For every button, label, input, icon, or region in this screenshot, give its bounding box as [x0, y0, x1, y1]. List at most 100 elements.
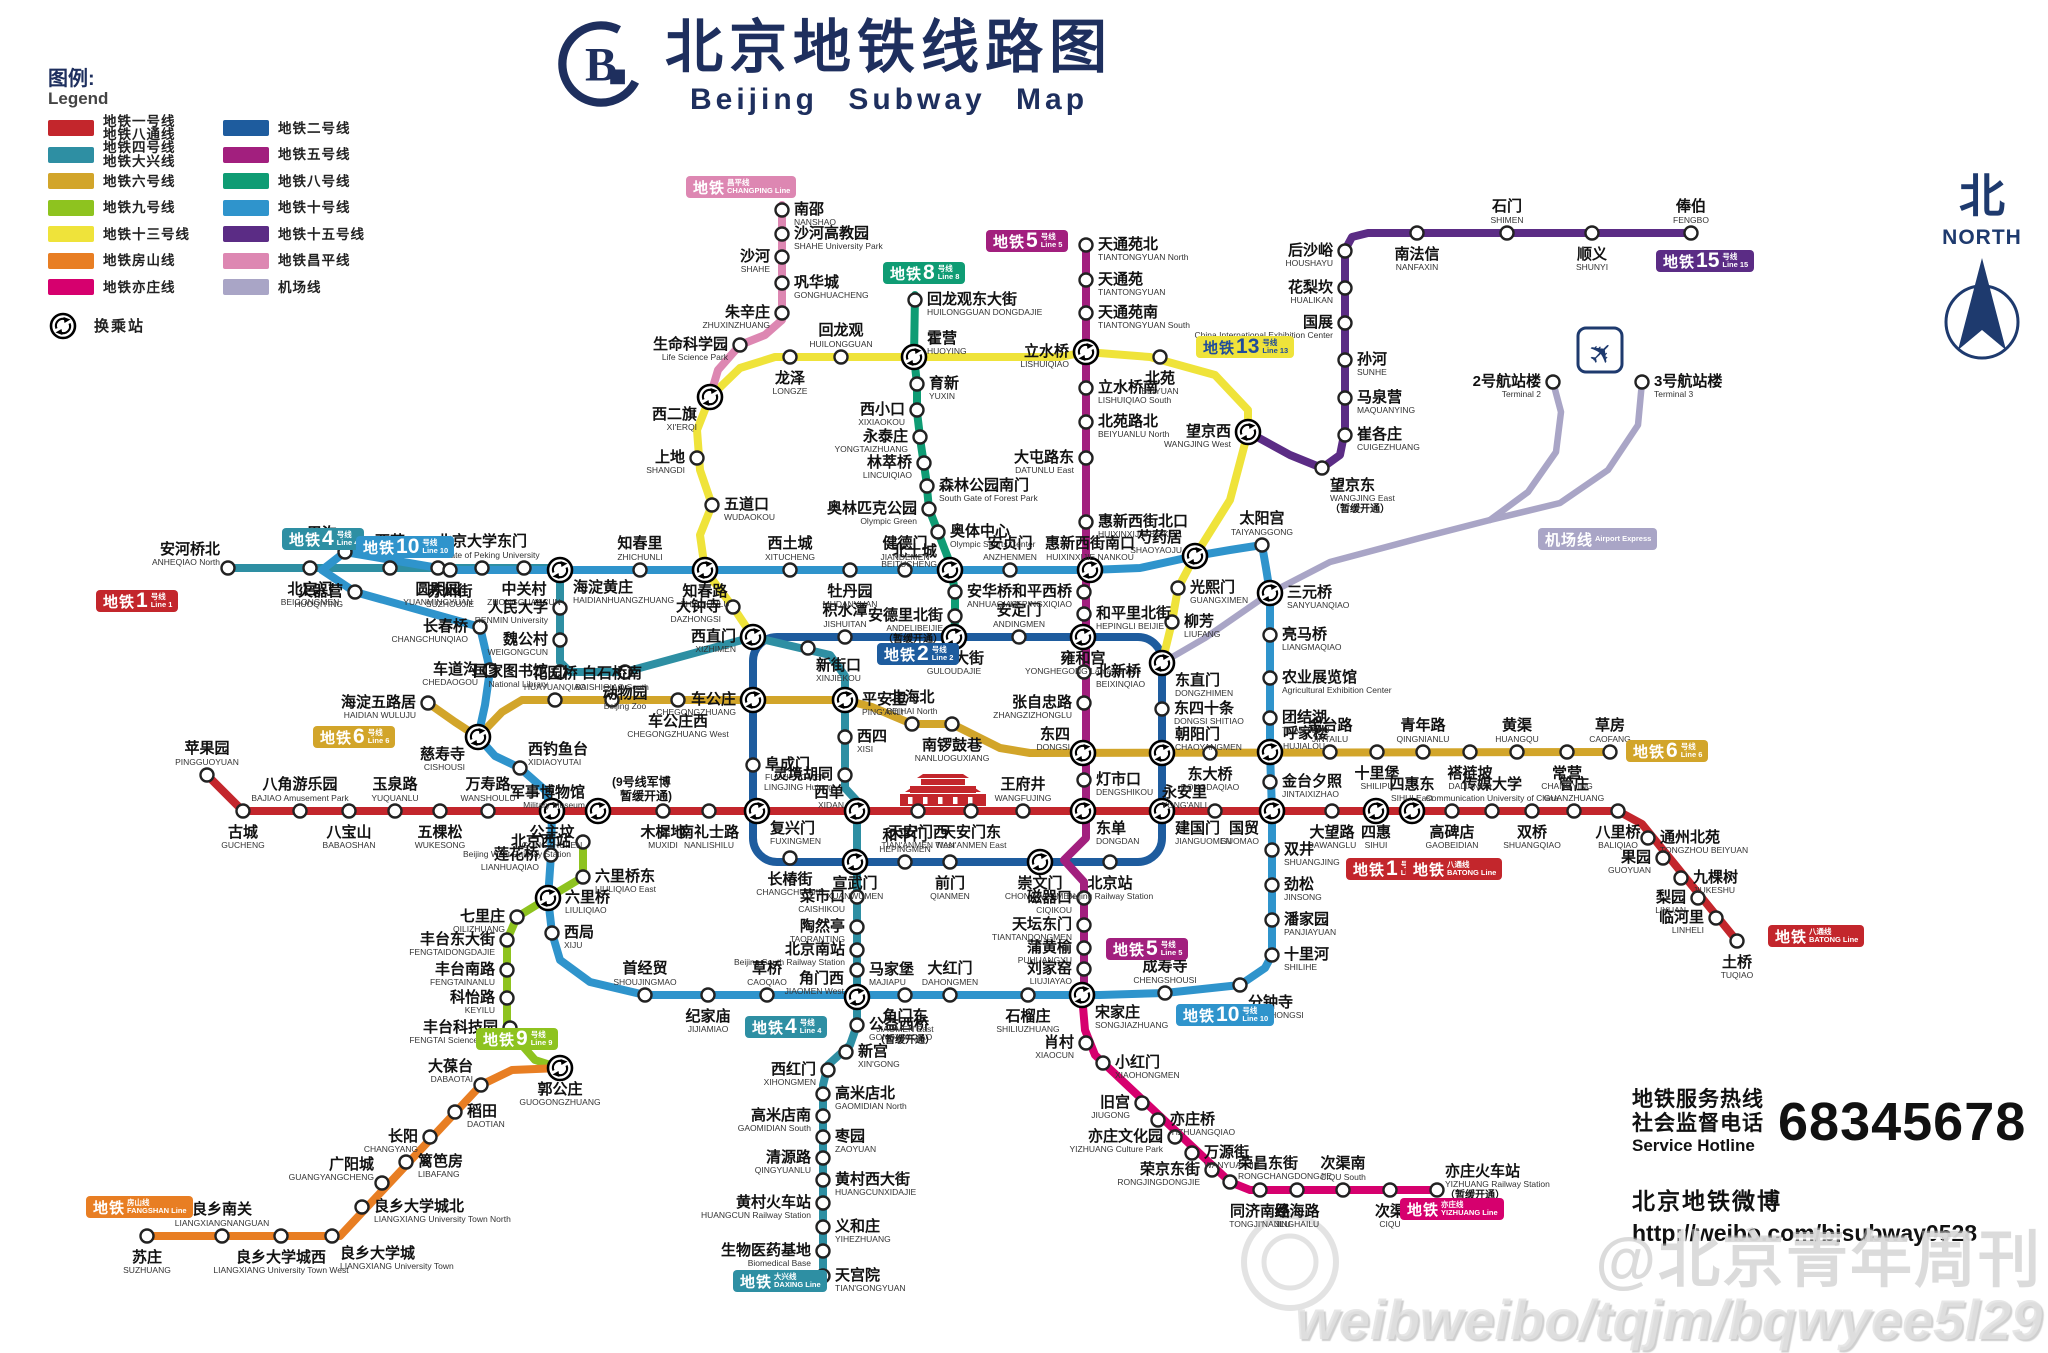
station-dot: [842, 562, 858, 578]
station-name-en: WEIGONGCUN: [488, 647, 548, 657]
station-dot: [214, 1228, 230, 1244]
station-name: 东大桥: [1187, 765, 1233, 783]
station-name: 魏公村: [502, 630, 548, 648]
station-dot: [1634, 374, 1650, 390]
map-decorations: ✈: [900, 326, 1624, 1311]
station-name-en: PINGGUOYUAN: [175, 757, 239, 767]
transfer-station: [1148, 739, 1176, 767]
station-name-en: FUXINGMEN: [770, 836, 821, 846]
station-name: 马家堡: [869, 960, 914, 978]
station-dot: [1289, 1182, 1305, 1198]
station-name: 黄渠: [1502, 716, 1532, 734]
station-dot: [1610, 803, 1626, 819]
station-name-en: HUJIALOU: [1283, 741, 1325, 751]
station-dot: [910, 803, 926, 819]
transfer-circle: [843, 797, 871, 825]
transfer-circle: [843, 983, 871, 1011]
legend-grid: 地铁一号线地铁八通线地铁二号线地铁四号线地铁大兴线地铁五号线地铁六号线地铁八号线…: [48, 115, 398, 301]
station-name: 俸伯: [1675, 197, 1706, 215]
transfer-station: [464, 723, 492, 751]
station-name: 八宝山: [325, 823, 371, 841]
legend-color-swatch: [48, 226, 94, 243]
station-name-en: HUAYUANQIAO: [524, 682, 587, 692]
station-name-en: SHUANGQIAO: [1503, 840, 1561, 850]
station-dot: [837, 767, 853, 783]
station-name: 军事博物馆: [510, 783, 585, 801]
station-name-en: CHENGSHOUSI: [1133, 975, 1196, 985]
station-name: 安德里北街: [868, 606, 943, 624]
transfer-circle: [1026, 848, 1054, 876]
station-dot: [837, 729, 853, 745]
north-cn-label: 北: [1959, 170, 2005, 222]
station-name: 永安里: [1161, 783, 1207, 801]
transfer-arrowhead: [1262, 596, 1270, 602]
transfer-circle: [1234, 418, 1262, 446]
transfer-station: [538, 797, 566, 825]
station-name-en: LIBAFANG: [418, 1169, 460, 1179]
transfer-arrowhead: [1272, 802, 1280, 808]
station-name-en: PUHUANGYU: [1018, 955, 1072, 965]
station-name-en: HUOYING: [927, 346, 967, 356]
station-name: 安河桥北: [160, 540, 220, 558]
station-name: 王府井: [1000, 775, 1045, 793]
station-dot: [420, 695, 436, 711]
station-name-en: JISHUITAN: [823, 619, 866, 629]
station-name: 雍和宫: [1060, 649, 1105, 667]
station-name-en: YUANMINGYUAN: [403, 597, 472, 607]
station-name: 复兴门: [769, 819, 815, 837]
station-name: 新街口: [816, 656, 861, 674]
station-dot: [1078, 414, 1094, 430]
station-name: 惠新西街北口: [1098, 512, 1188, 530]
station-name: 义和庄: [835, 1217, 880, 1235]
station-name-en: DALIANPO: [1449, 781, 1492, 791]
transfer-arrowhead: [954, 628, 962, 634]
station-name-en: CHANGYING: [1541, 781, 1592, 791]
station-dot: [1076, 772, 1092, 788]
line-path-changping: [706, 201, 786, 401]
station-name-en: XIAOCUN: [1035, 1050, 1074, 1060]
station-name: 梨园: [1655, 888, 1686, 906]
station-dot: [516, 560, 532, 576]
station-name-en: Beijing Railway Station: [1067, 891, 1154, 901]
station-dot: [1134, 1095, 1150, 1111]
legend-item: 地铁十号线: [223, 195, 398, 222]
station-dot: [1382, 1182, 1398, 1198]
station-name-en: JIANGUOMEN: [1175, 836, 1232, 846]
station-dot: [1222, 1174, 1238, 1190]
legend-item: 机场线: [223, 274, 398, 301]
station-name: 回龙观: [818, 321, 863, 339]
station-name: 安华桥: [967, 582, 1013, 600]
station-name-en: SHANGDI: [646, 465, 685, 475]
station-dot: [1076, 940, 1092, 956]
transfer-station: [1362, 797, 1390, 825]
station-name: 古城: [228, 823, 258, 841]
station-name: 生命科学园: [653, 335, 728, 353]
station-name: 天通苑南: [1098, 303, 1158, 321]
station-name: 北新桥: [1096, 662, 1142, 680]
station-dot: [1078, 272, 1094, 288]
transfer-arrowhead: [950, 561, 958, 567]
station-name: 丰台南路: [435, 960, 496, 978]
station-name-en: JIUGONG: [1091, 1110, 1130, 1120]
transfer-station: [831, 686, 859, 714]
legend-item: 地铁五号线: [223, 142, 398, 169]
station-name: 亮马桥: [1282, 625, 1328, 643]
station-name: 科怡路: [450, 988, 496, 1006]
station-name: 九棵树: [1692, 868, 1738, 886]
station-name: 团结湖: [1282, 708, 1327, 726]
station-name-en: DONGSI: [1036, 742, 1070, 752]
station-name: 北海北: [889, 688, 934, 706]
station-name-en: TUANJIEHU: [1282, 725, 1330, 735]
station-name-en: SHILIPU: [1360, 781, 1393, 791]
station-dot: [1076, 890, 1092, 906]
station-name: 天通苑北: [1098, 235, 1158, 253]
station-name: 天安门东: [941, 823, 1001, 841]
station-name-en: CHEDAOGOU: [422, 677, 478, 687]
station-name: 长阳: [388, 1127, 418, 1145]
station-name: 灵境胡同: [773, 765, 833, 783]
legend-transfer-label: 换乘站: [94, 318, 146, 335]
station-dot: [774, 275, 790, 291]
station-dot: [1152, 349, 1168, 365]
